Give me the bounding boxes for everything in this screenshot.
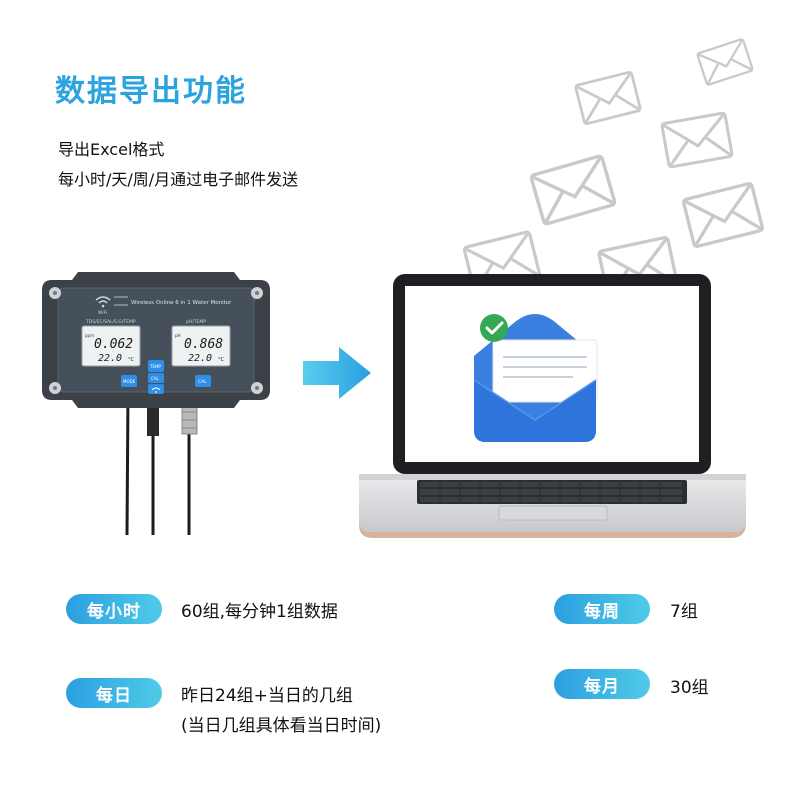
- arrow-right-icon: [303, 347, 371, 399]
- hourly-description: 60组,每分钟1组数据: [181, 602, 338, 622]
- right-display-temp: 22.0: [188, 353, 212, 364]
- email-envelope-icon: [473, 314, 598, 442]
- monthly-label-pill: 每月: [554, 669, 650, 699]
- export-format-text: 导出Excel格式: [58, 140, 165, 159]
- daily-note: (当日几组具体看当日时间): [181, 716, 382, 736]
- svg-text:TEMP: TEMP: [149, 364, 161, 369]
- wifi-button[interactable]: [148, 384, 164, 394]
- svg-text:CAL: CAL: [198, 379, 207, 385]
- cal-small-button[interactable]: CAL: [148, 373, 164, 383]
- floating-envelopes: [462, 37, 765, 290]
- right-display-value: 0.868: [184, 337, 223, 352]
- wifi-icon: [95, 296, 111, 308]
- daily-description: 昨日24组+当日的几组: [181, 686, 353, 706]
- weekly-description: 7组: [670, 602, 698, 622]
- laptop-image: [359, 274, 746, 538]
- right-display-header: pH/TEMP: [186, 319, 206, 325]
- device-model-text: Wireless Online 6 in 1 Water Monitor: [131, 300, 232, 306]
- check-icon: [480, 314, 508, 342]
- wifi-label: WiFi: [98, 310, 107, 316]
- right-display-unit: pH: [175, 333, 181, 338]
- mode-button[interactable]: MODE: [121, 375, 137, 387]
- mail-icon: [660, 111, 734, 169]
- left-display-value: 0.062: [94, 337, 133, 352]
- page-title: 数据导出功能: [55, 74, 247, 109]
- left-display-temp: 22.0: [98, 353, 122, 364]
- daily-label-pill: 每日: [66, 678, 162, 708]
- temp-button[interactable]: TEMP: [148, 360, 164, 372]
- weekly-label-pill: 每周: [554, 594, 650, 624]
- right-display-temp-unit: °C: [218, 357, 225, 363]
- mail-icon: [681, 181, 765, 249]
- email-schedule-text: 每小时/天/周/月通过电子邮件发送: [58, 170, 299, 189]
- cal-button[interactable]: CAL: [195, 375, 211, 387]
- mail-icon: [695, 37, 755, 87]
- hourly-label-pill: 每小时: [66, 594, 162, 624]
- mail-icon: [528, 153, 618, 227]
- svg-text:MODE: MODE: [123, 379, 136, 384]
- monthly-description: 30组: [670, 678, 709, 698]
- left-display-header: TDS/EC/SAL/S.G/TEMP: [85, 319, 136, 325]
- svg-text:CAL: CAL: [151, 376, 160, 381]
- mail-icon: [573, 70, 643, 126]
- water-monitor-device: WiFi Wireless Online 6 in 1 Water Monito…: [42, 272, 270, 536]
- left-display-unit: ppm: [85, 333, 94, 338]
- left-display-temp-unit: °C: [128, 357, 135, 363]
